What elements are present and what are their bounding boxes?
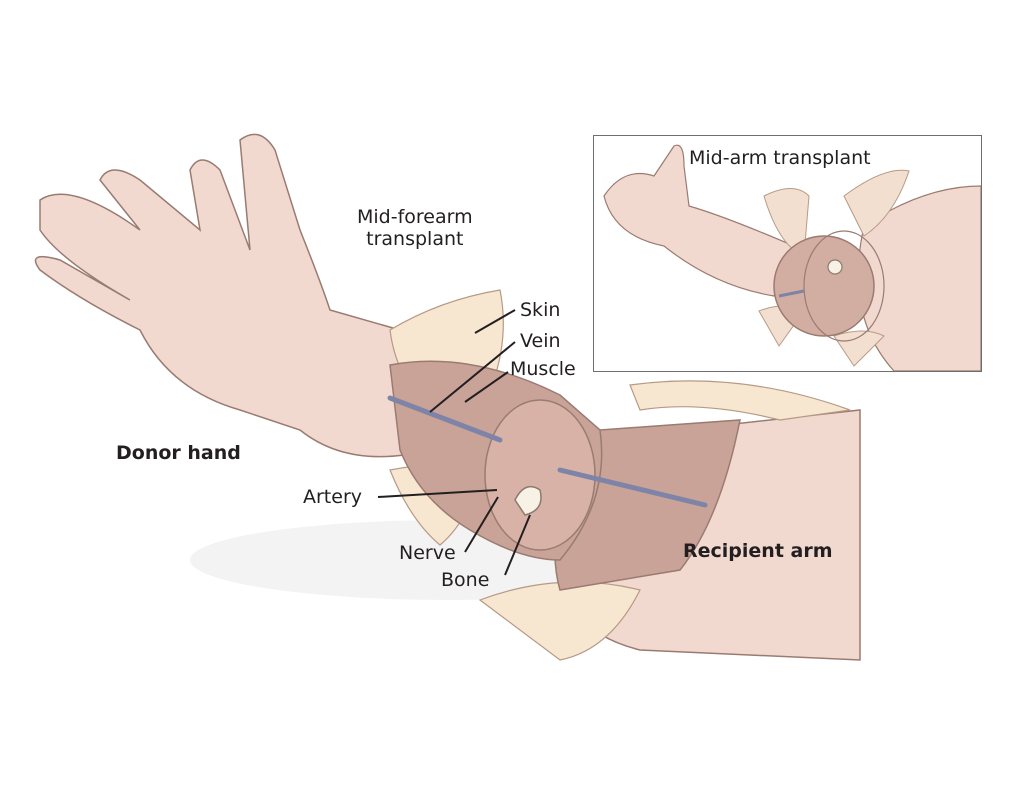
label-artery: Artery [303, 486, 363, 508]
label-muscle: Muscle [510, 358, 576, 380]
main-title: Mid-forearm transplant [357, 206, 473, 251]
label-nerve: Nerve [399, 542, 456, 564]
inset-illustration [603, 144, 981, 371]
label-vein: Vein [520, 330, 561, 352]
main-title-line-2: transplant [366, 227, 464, 250]
label-skin: Skin [520, 299, 561, 321]
label-recipient-arm: Recipient arm [683, 540, 833, 562]
inset-mid-arm-transplant: Mid-arm transplant [593, 135, 982, 372]
inset-title: Mid-arm transplant [689, 147, 871, 169]
main-title-line-1: Mid-forearm [357, 206, 473, 228]
label-bone: Bone [441, 569, 490, 591]
label-donor-hand: Donor hand [116, 442, 241, 464]
